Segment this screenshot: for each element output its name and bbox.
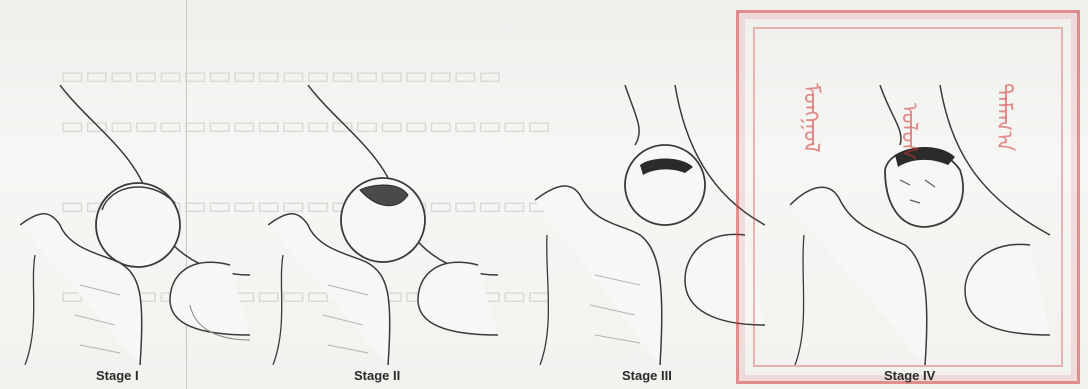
red-stamp-seal: ᠮᠣᠩᠭᠣᠯ ᠤᠯᠤᠰ ᠲᠠᠮᠠᠭ᠎ᠠ — [736, 10, 1080, 384]
hip-illustration-stage-3 — [535, 85, 765, 365]
caption-stage-4: Stage IV — [884, 368, 935, 383]
caption-stage-1: Stage I — [96, 368, 139, 383]
caption-stage-3: Stage III — [622, 368, 672, 383]
caption-stage-2: Stage II — [354, 368, 400, 383]
hip-illustration-stage-2 — [268, 85, 498, 365]
hip-illustration-stage-1 — [20, 85, 250, 365]
